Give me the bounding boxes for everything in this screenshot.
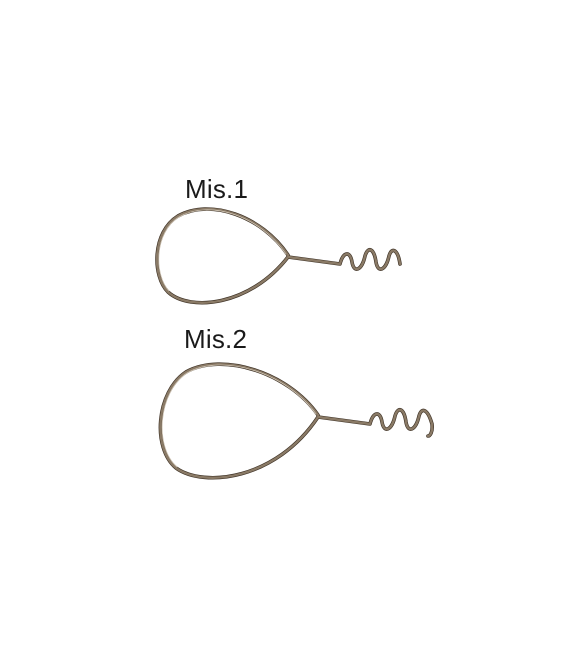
wire-loop-1-shadow — [155, 207, 402, 305]
figure-label-mis-2: Mis.2 — [184, 324, 248, 354]
wire-loop-2-highlight — [161, 364, 317, 468]
wire-loop-1-highlight — [158, 209, 287, 292]
wire-loop-2-body — [159, 363, 434, 479]
wire-loop-2-shadow — [158, 362, 434, 480]
wire-loop-1-body — [155, 207, 402, 304]
wire-loop-1 — [155, 207, 402, 305]
figure-label-mis-1: Mis.1 — [185, 174, 249, 204]
wire-loop-2 — [158, 362, 434, 480]
